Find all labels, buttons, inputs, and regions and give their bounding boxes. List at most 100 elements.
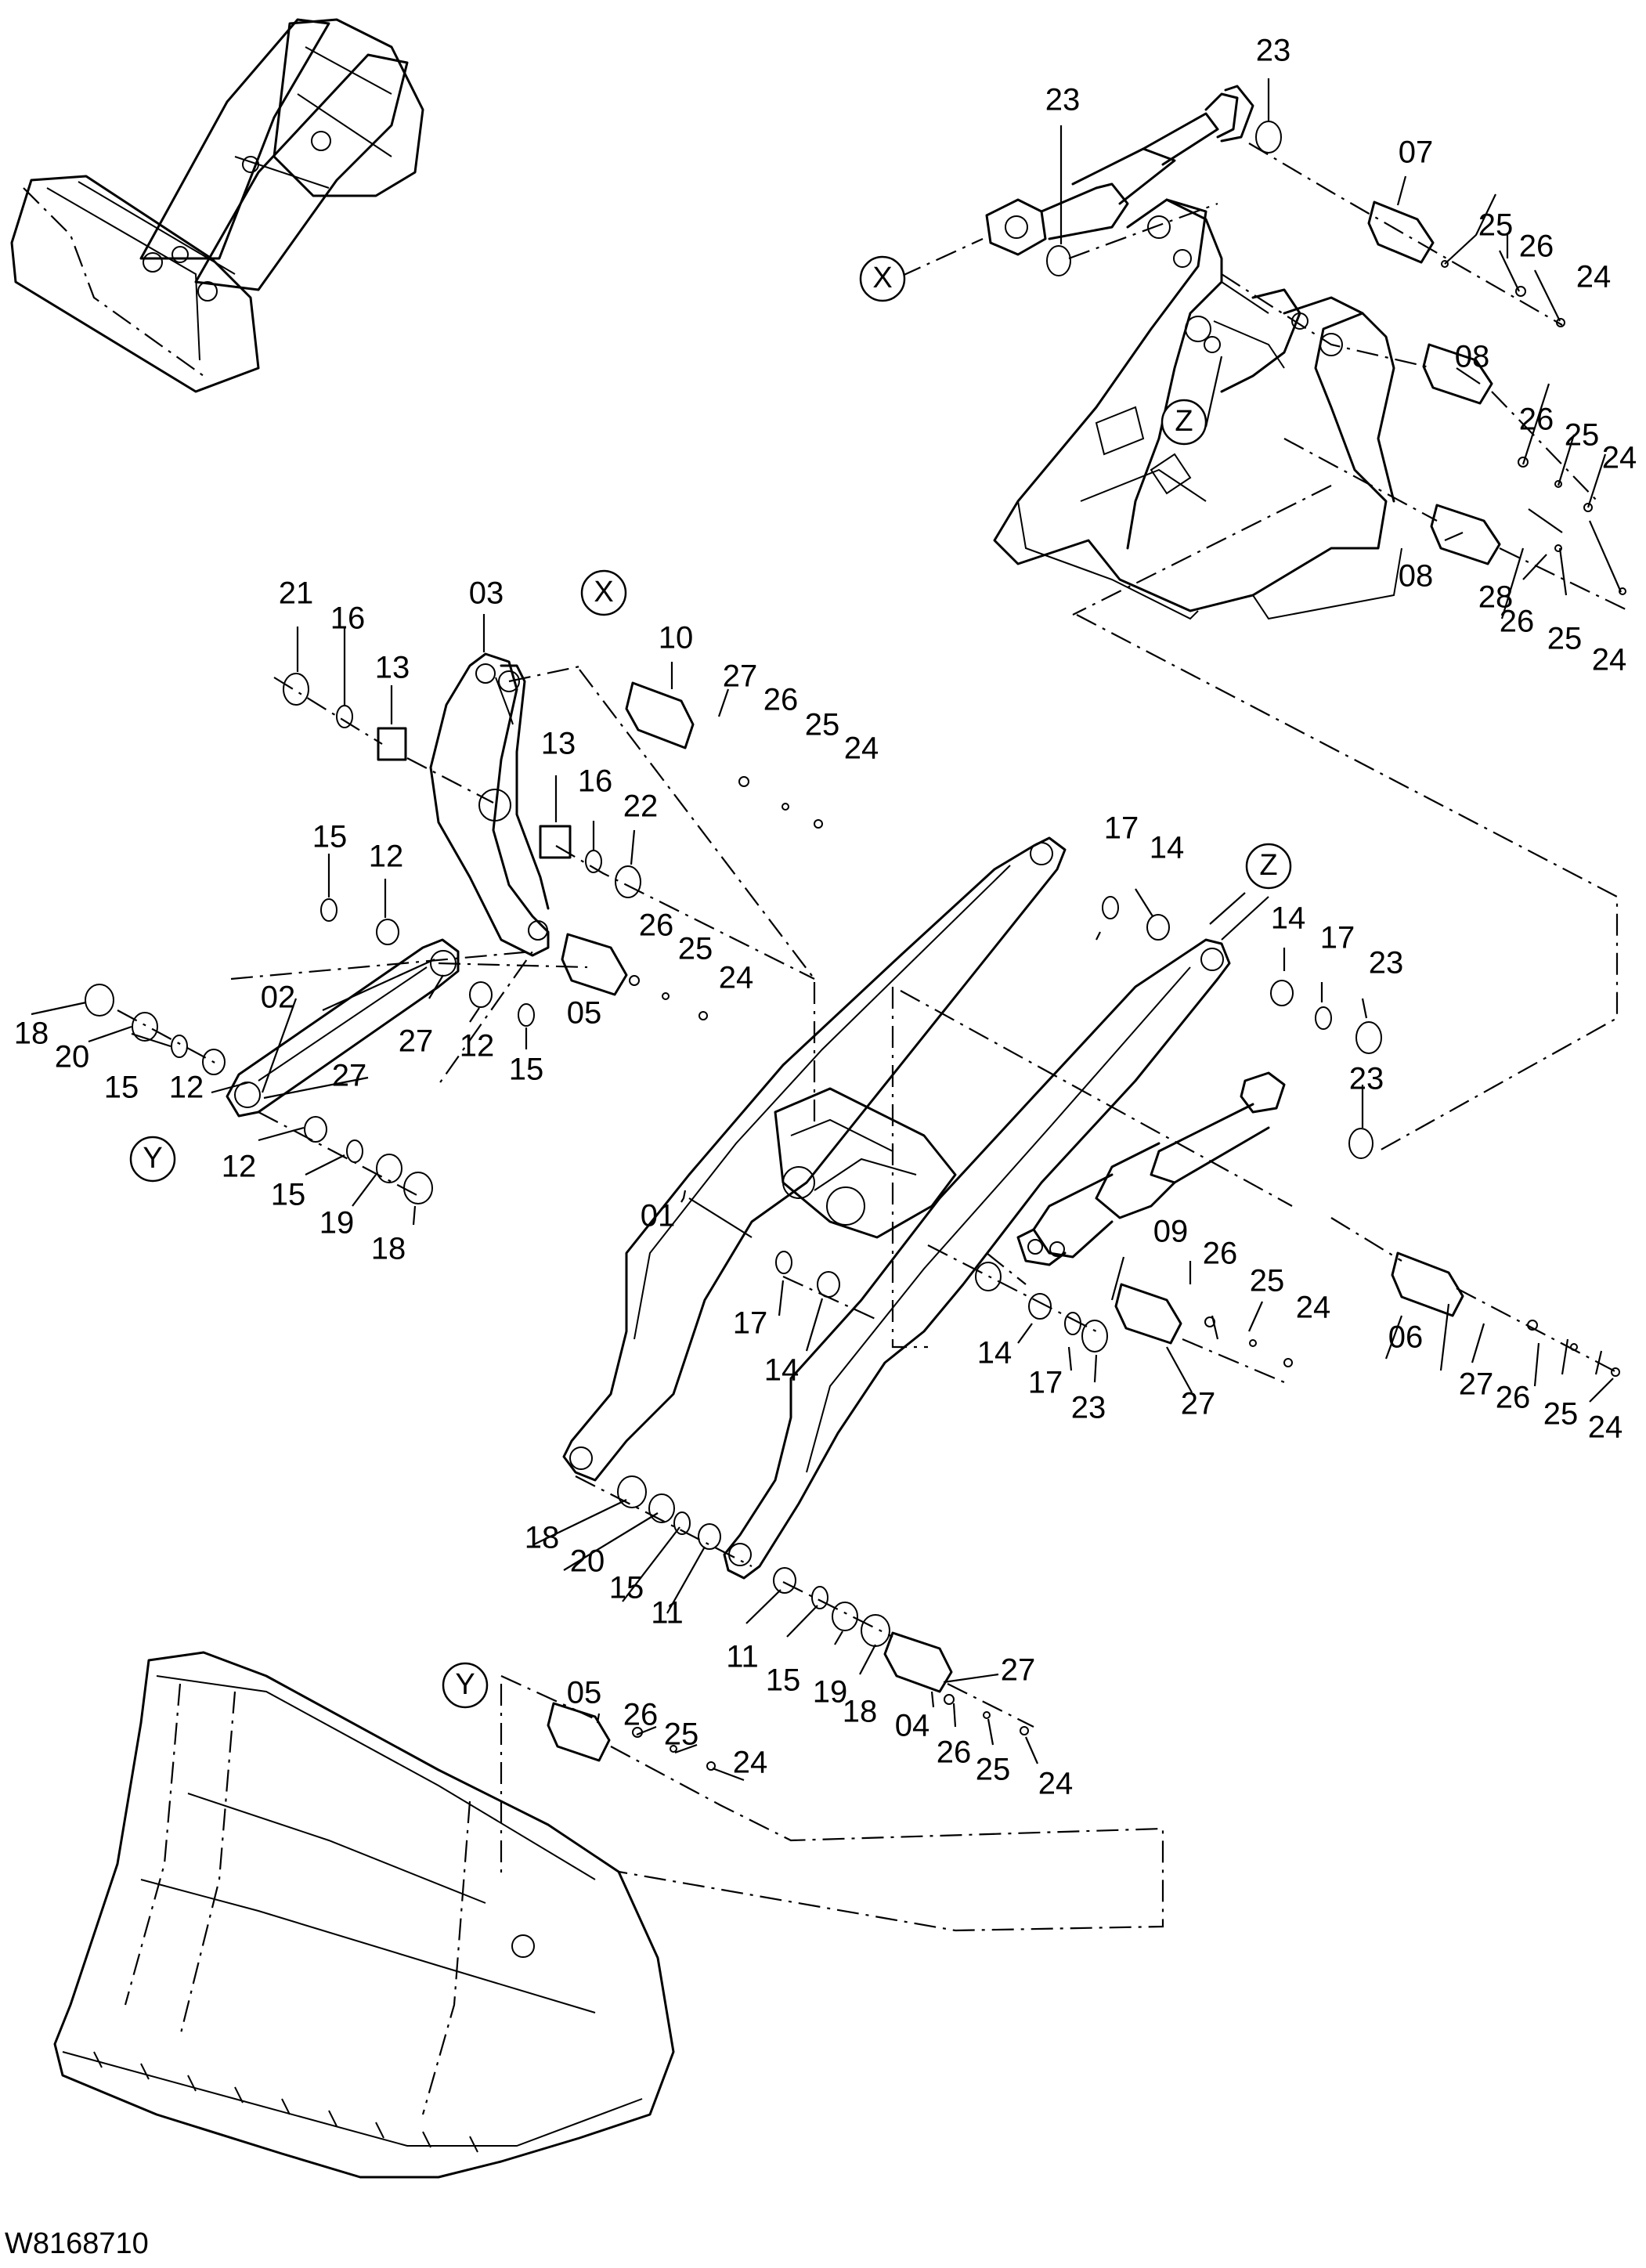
callout-23: 23 xyxy=(1045,83,1081,117)
callout-26: 26 xyxy=(937,1735,972,1770)
leader-lines xyxy=(31,78,1623,1782)
callout-25: 25 xyxy=(805,708,840,742)
callout-15: 15 xyxy=(312,820,348,854)
callout-15: 15 xyxy=(609,1571,644,1605)
tilt-cylinder xyxy=(1016,1071,1286,1266)
callout-14: 14 xyxy=(977,1336,1013,1371)
callout-05: 05 xyxy=(567,1676,602,1710)
callout-23: 23 xyxy=(1256,34,1291,68)
callout-04: 04 xyxy=(895,1709,930,1743)
callout-15: 15 xyxy=(271,1178,306,1212)
callout-25: 25 xyxy=(1547,622,1583,656)
callout-24: 24 xyxy=(1592,643,1627,677)
callout-14: 14 xyxy=(1150,831,1185,865)
loader-overview-illustration xyxy=(10,18,424,393)
reference-marker-z-lower: Z xyxy=(1245,843,1292,890)
callout-25: 25 xyxy=(976,1753,1011,1787)
callout-27: 27 xyxy=(1459,1367,1494,1402)
callout-07: 07 xyxy=(1399,135,1434,170)
callout-26: 26 xyxy=(639,908,674,943)
callout-11: 11 xyxy=(651,1596,684,1631)
callout-25: 25 xyxy=(1478,208,1514,243)
callout-18: 18 xyxy=(525,1521,560,1555)
callout-12: 12 xyxy=(460,1029,495,1064)
svg-text:Z: Z xyxy=(1259,849,1277,882)
callout-08: 08 xyxy=(1455,340,1490,374)
reference-marker-x-lower: X xyxy=(580,569,627,616)
callout-24: 24 xyxy=(719,961,754,995)
svg-text:X: X xyxy=(872,262,892,294)
callout-13: 13 xyxy=(375,651,410,685)
callout-17: 17 xyxy=(733,1306,768,1341)
callout-11: 11 xyxy=(726,1640,759,1674)
callout-20: 20 xyxy=(570,1544,605,1579)
callout-25: 25 xyxy=(1250,1264,1285,1298)
callout-24: 24 xyxy=(1296,1291,1331,1325)
callout-15: 15 xyxy=(509,1053,544,1087)
callout-18: 18 xyxy=(843,1695,878,1729)
callout-17: 17 xyxy=(1104,811,1139,846)
callout-08: 08 xyxy=(1399,559,1434,594)
lift-cylinder-upper xyxy=(985,85,1254,256)
callout-26: 26 xyxy=(763,683,799,717)
callout-25: 25 xyxy=(1565,418,1600,453)
callout-14: 14 xyxy=(764,1353,800,1388)
callout-18: 18 xyxy=(371,1232,406,1266)
callout-26: 26 xyxy=(1203,1237,1238,1271)
callout-15: 15 xyxy=(104,1071,139,1105)
callout-18: 18 xyxy=(14,1017,49,1051)
fasteners xyxy=(629,260,1626,1771)
callout-19: 19 xyxy=(319,1206,355,1241)
reference-marker-z-upper: Z xyxy=(1161,399,1207,446)
callout-20: 20 xyxy=(55,1040,90,1074)
reference-marker-y-left: Y xyxy=(129,1136,176,1183)
callout-27: 27 xyxy=(1181,1387,1216,1421)
svg-text:Y: Y xyxy=(455,1668,475,1701)
callout-24: 24 xyxy=(1602,441,1637,475)
callout-19: 19 xyxy=(813,1675,848,1710)
callout-22: 22 xyxy=(623,789,659,824)
callout-10: 10 xyxy=(659,621,694,655)
callout-09: 09 xyxy=(1153,1215,1189,1249)
svg-text:X: X xyxy=(594,576,613,609)
callout-14: 14 xyxy=(1271,901,1306,936)
callout-27: 27 xyxy=(1001,1653,1036,1688)
callout-26: 26 xyxy=(1496,1381,1531,1415)
lift-arm xyxy=(562,836,1231,1580)
callout-15: 15 xyxy=(766,1663,801,1698)
callout-17: 17 xyxy=(1028,1366,1063,1400)
bellcrank xyxy=(429,652,550,957)
callout-28: 28 xyxy=(1478,580,1514,615)
callout-03: 03 xyxy=(469,576,504,611)
callout-16: 16 xyxy=(330,601,366,636)
callout-27: 27 xyxy=(332,1059,367,1093)
callout-17: 17 xyxy=(1320,921,1355,955)
callout-25: 25 xyxy=(664,1717,699,1752)
callout-21: 21 xyxy=(279,576,314,611)
svg-text:Z: Z xyxy=(1175,405,1193,438)
callout-02: 02 xyxy=(261,981,296,1015)
callout-23: 23 xyxy=(1071,1391,1106,1425)
callout-06: 06 xyxy=(1388,1320,1424,1355)
callout-16: 16 xyxy=(578,764,613,799)
callout-23: 23 xyxy=(1369,946,1404,981)
callout-13: 13 xyxy=(541,727,576,761)
callout-25: 25 xyxy=(1543,1397,1579,1432)
callout-25: 25 xyxy=(678,932,713,966)
drawing-code-label: W8168710 xyxy=(5,2227,149,2260)
callout-01: 01 xyxy=(641,1199,676,1233)
callout-24: 24 xyxy=(1588,1410,1623,1445)
callout-12: 12 xyxy=(222,1150,257,1184)
callout-26: 26 xyxy=(1519,403,1554,437)
callout-23: 23 xyxy=(1349,1062,1384,1096)
callout-26: 26 xyxy=(1500,605,1535,639)
callout-24: 24 xyxy=(844,731,879,766)
svg-text:Y: Y xyxy=(143,1142,162,1175)
assembly-lines xyxy=(117,143,1630,1932)
callout-05: 05 xyxy=(567,996,602,1031)
callout-24: 24 xyxy=(733,1746,768,1780)
callout-26: 26 xyxy=(1519,229,1554,264)
callout-26: 26 xyxy=(623,1698,659,1732)
